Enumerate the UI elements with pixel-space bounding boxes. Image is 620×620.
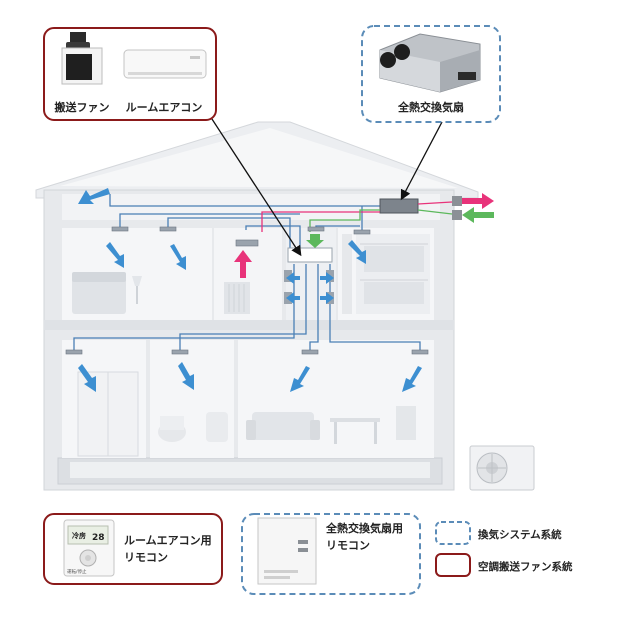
legend-ventilation-swatch bbox=[435, 521, 471, 545]
toilet bbox=[158, 412, 228, 442]
closet bbox=[342, 234, 430, 314]
remote-mode: 冷房 bbox=[72, 531, 86, 540]
living-furniture bbox=[246, 406, 416, 444]
ceiling-vents bbox=[65, 226, 429, 355]
erv-remote-label-2: リモコン bbox=[326, 539, 370, 552]
legend-fan-swatch bbox=[435, 553, 471, 577]
aircon-label: ルームエアコン bbox=[126, 101, 203, 114]
legend: 換気システム系統 空調搬送ファン系統 bbox=[435, 521, 573, 577]
exhaust-arrow bbox=[462, 193, 494, 209]
stair-arrows bbox=[234, 234, 324, 278]
airflow-arrows bbox=[78, 188, 422, 392]
aircon-remote-panel: 冷房 28 運転/停止 ルームエアコン用 リモコン bbox=[43, 513, 223, 585]
radiator bbox=[224, 282, 250, 314]
bed bbox=[72, 272, 126, 314]
intake-arrow bbox=[462, 207, 494, 223]
aircon-remote-label-2: リモコン bbox=[124, 551, 168, 564]
aircon-remote-label-1: ルームエアコン用 bbox=[124, 534, 212, 547]
leader-lines bbox=[209, 115, 443, 257]
remote-temp: 28 bbox=[92, 533, 105, 543]
aircon-remote-icon: 冷房 28 運転/停止 bbox=[63, 519, 115, 577]
legend-ventilation-label: 換気システム系統 bbox=[478, 528, 562, 541]
fan-aircon-callout: 搬送ファン ルームエアコン bbox=[43, 27, 217, 121]
erv-remote-label-1: 全熱交換気扇用 bbox=[325, 521, 403, 535]
air-flow-lines bbox=[261, 201, 453, 232]
erv-unit-in-attic bbox=[379, 196, 462, 220]
remote-footer: 運転/停止 bbox=[67, 568, 87, 575]
transport-fan-icon bbox=[61, 32, 103, 85]
erv-label: 全熱交換気扇 bbox=[397, 100, 464, 114]
room-aircon-icon bbox=[123, 49, 207, 79]
outside-arrows bbox=[462, 193, 494, 223]
erv-unit-icon bbox=[379, 33, 481, 93]
outdoor-unit bbox=[469, 445, 535, 491]
house bbox=[35, 121, 535, 491]
legend-fan-label: 空調搬送ファン系統 bbox=[478, 560, 573, 573]
lamp bbox=[132, 276, 142, 304]
erv-remote-icon bbox=[257, 517, 317, 585]
erv-remote-panel: 全熱交換気扇用 リモコン bbox=[241, 513, 421, 595]
fan-label: 搬送ファン bbox=[55, 100, 110, 114]
erv-callout: 全熱交換気扇 bbox=[361, 25, 501, 123]
